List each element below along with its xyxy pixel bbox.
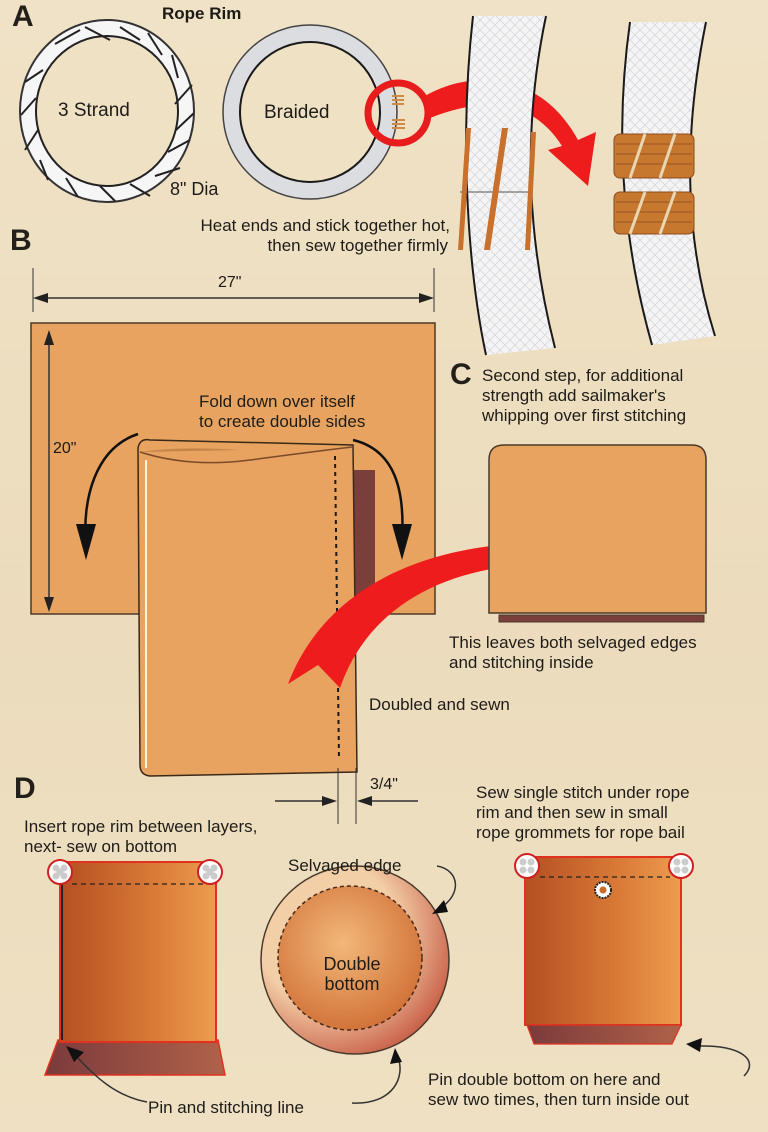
grommet-icon — [594, 881, 612, 899]
three-strand-label: 3 Strand — [58, 100, 130, 121]
fold-arrow-right — [352, 438, 404, 541]
rope-rim-end-right — [197, 859, 223, 885]
insert-rope-line2: next- sew on bottom — [24, 837, 178, 856]
height-dimension-20 — [44, 330, 54, 612]
sew-stitch-line1: Sew single stitch under rope — [476, 783, 690, 802]
second-step-line1: Second step, for additional — [482, 366, 684, 385]
three-strand-rope-ring — [19, 19, 195, 203]
section-letter-b: B — [10, 224, 32, 257]
rope-rim-title: Rope Rim — [162, 4, 242, 23]
section-letter-c: C — [450, 358, 472, 391]
rope-rim-end-left — [47, 859, 73, 885]
bag-with-grommet — [514, 853, 694, 1045]
doubled-panel — [137, 438, 358, 777]
pin-double-line2: sew two times, then turn inside out — [428, 1090, 689, 1109]
width-dimension-label: 27" — [218, 274, 242, 291]
seam-dimension-label: 3/4" — [370, 776, 398, 793]
leaves-edges-line2: and stitching inside — [449, 653, 594, 672]
braided-rope-ring — [222, 24, 432, 200]
heat-ends-line2: then sew together firmly — [267, 236, 448, 255]
pin-double-line1: Pin double bottom on here and — [428, 1070, 661, 1089]
double-bottom-line2: bottom — [324, 974, 380, 994]
insert-rope-line1: Insert rope rim between layers, — [24, 817, 258, 836]
sew-stitch-line2: rim and then sew in small — [476, 803, 668, 822]
double-bottom-line1: Double — [323, 954, 381, 974]
fold-instruction-line2: to create double sides — [199, 412, 366, 431]
rope-strip-whipped — [613, 21, 716, 346]
pin-stitching-label: Pin and stitching line — [148, 1098, 304, 1117]
section-letter-a: A — [12, 0, 34, 33]
seam-dimension — [275, 768, 418, 824]
bag-with-rope-rim — [43, 859, 226, 1076]
second-step-line2: strength add sailmaker's — [482, 386, 666, 405]
double-bottom-disc — [260, 865, 450, 1055]
diameter-label: 8" Dia — [170, 179, 219, 199]
doubled-sewn-label: Doubled and sewn — [369, 695, 510, 714]
braided-label: Braided — [264, 102, 330, 123]
sew-stitch-line3: rope grommets for rope bail — [476, 823, 685, 842]
width-dimension-27 — [32, 268, 435, 312]
height-dimension-label: 20" — [53, 440, 77, 457]
heat-ends-line1: Heat ends and stick together hot, — [200, 216, 451, 235]
selvaged-edge-label: Selvaged edge — [288, 856, 402, 875]
fold-instruction-line1: Fold down over itself — [199, 392, 355, 411]
turned-panel — [488, 444, 707, 623]
rope-strip-stitched — [458, 15, 556, 356]
section-letter-d: D — [14, 772, 36, 805]
second-step-line3: whipping over first stitching — [482, 406, 687, 425]
leaves-edges-line1: This leaves both selvaged edges — [449, 633, 697, 652]
